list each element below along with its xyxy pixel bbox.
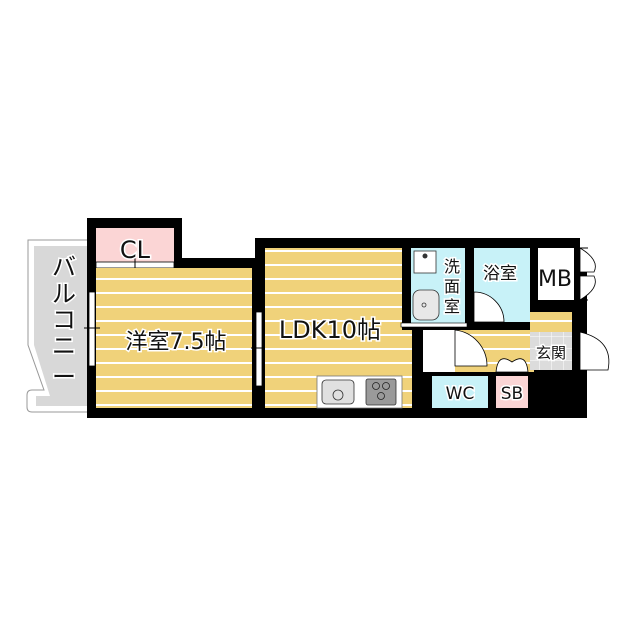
meter-box: MB — [536, 247, 596, 301]
meter-box-label: MB — [538, 267, 572, 292]
washing-machine-icon — [413, 250, 437, 274]
svg-text:室: 室 — [444, 297, 460, 316]
svg-text:ニ: ニ — [52, 332, 76, 360]
entrance: 玄関 — [530, 331, 610, 371]
svg-text:洗: 洗 — [444, 257, 460, 276]
svg-text:バ: バ — [52, 253, 76, 281]
western-room-label: 洋室7.5帖 — [126, 330, 227, 355]
balcony-label: バ ル コ ニ ー — [51, 252, 78, 393]
entrance-door — [579, 331, 610, 371]
balcony — [26, 239, 91, 413]
shoe-box: SB — [495, 358, 529, 408]
svg-text:ル: ル — [52, 280, 76, 308]
toilet-label: WC — [446, 384, 475, 404]
ldk-label: LDK10帖 — [279, 316, 381, 344]
svg-text:ー: ー — [52, 363, 76, 391]
washroom: 洗 面 室 — [400, 248, 468, 328]
bathroom-label: 浴室 — [483, 264, 517, 284]
toilet: WC — [432, 376, 488, 408]
svg-text:面: 面 — [444, 277, 460, 296]
sink-icon — [321, 379, 355, 405]
svg-text:コ: コ — [52, 306, 76, 334]
western-room: 洋室7.5帖 — [84, 268, 252, 408]
kitchen-counter — [316, 375, 403, 409]
stove-icon — [365, 378, 397, 406]
closet-label: CL — [120, 236, 151, 264]
bathroom: 浴室 — [473, 248, 530, 323]
shoe-box-label: SB — [501, 384, 523, 404]
sliding-door — [251, 311, 267, 387]
closet: CL — [95, 228, 175, 272]
hallway — [423, 312, 572, 372]
entrance-label: 玄関 — [536, 344, 566, 362]
